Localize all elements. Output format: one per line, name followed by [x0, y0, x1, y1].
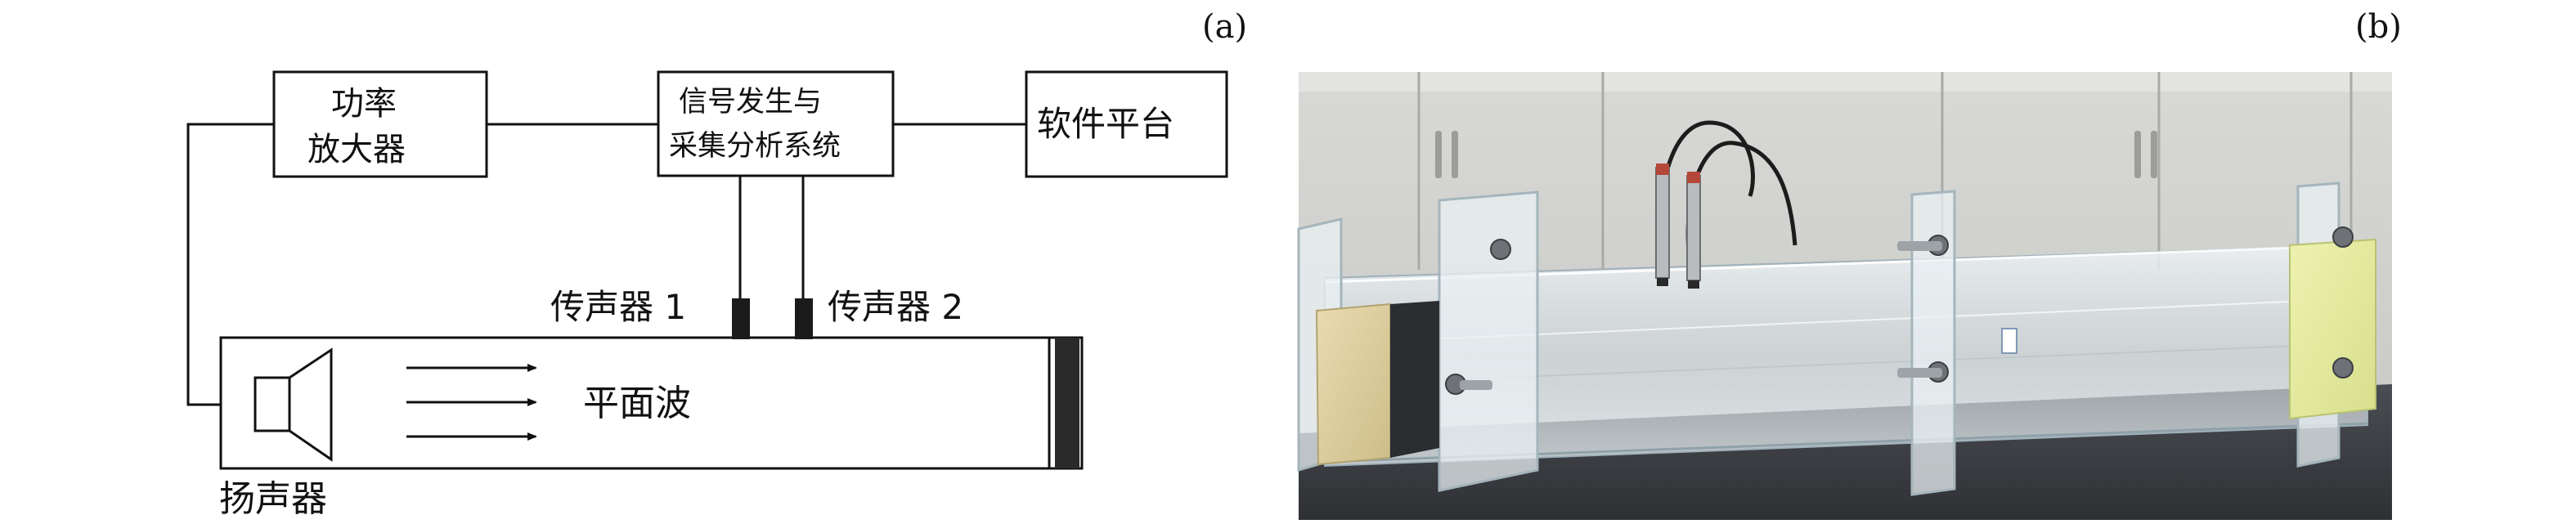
- panel-b-label: (b): [2355, 8, 2402, 46]
- wires: [186, 123, 1026, 406]
- cabinet-handles: [1435, 131, 2157, 178]
- impedance-tube: [219, 336, 1084, 470]
- software-platform-box: 软件平台: [1025, 70, 1228, 178]
- plane-wave-arrows: [406, 364, 537, 441]
- signal-system-box: 信号发生与 采集分析系统: [657, 70, 895, 177]
- power-amplifier-box: 功率 放大器: [272, 70, 488, 178]
- microphone-1-label: 传声器 1: [550, 287, 686, 327]
- signal-system-line1: 信号发生与: [679, 86, 822, 119]
- panel-a-label: (a): [1202, 8, 1247, 46]
- lab-photo: [1297, 72, 2392, 520]
- speaker-icon: [254, 347, 333, 462]
- speaker-label: 扬声器: [219, 478, 327, 520]
- microphone-2-label: 传声器 2: [828, 287, 963, 327]
- panel-a-schematic: (a) 功率 放大器 信号发生与 采集分析系统 软件平台: [186, 8, 1247, 520]
- speaker-housing: [1390, 301, 1439, 458]
- tube-end-sample: [1055, 338, 1079, 468]
- tube-tag: [2001, 328, 2017, 354]
- signal-system-line2: 采集分析系统: [669, 130, 841, 163]
- photo-microphones: [1655, 120, 1797, 289]
- power-amplifier-line1: 功率: [331, 85, 397, 123]
- power-amplifier-line2: 放大器: [307, 131, 406, 168]
- clamp-knobs: [1445, 226, 2354, 395]
- microphone-2: [795, 298, 813, 339]
- software-platform-label: 软件平台: [1037, 104, 1174, 144]
- foam-sample-right: [2289, 238, 2376, 420]
- clamp-bars: [1460, 241, 1942, 390]
- panel-b-photo: (b): [1297, 8, 2402, 520]
- foam-sample-left: [1315, 302, 1391, 466]
- plane-wave-label: 平面波: [583, 383, 691, 424]
- microphone-1: [732, 298, 750, 339]
